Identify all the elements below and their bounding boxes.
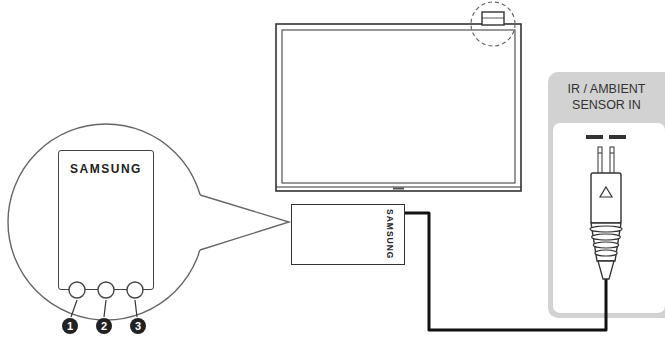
plug-head <box>591 173 621 223</box>
magnifier-circle <box>8 124 204 320</box>
tv-logo-mark <box>393 188 404 190</box>
sensor-module-box: SAMSUNG <box>291 204 405 265</box>
pin-ring <box>598 153 602 154</box>
grip-rib <box>595 250 617 256</box>
node-text: SAMSUNG <box>385 209 395 259</box>
magnifier-pointer-fill <box>192 195 289 250</box>
sensor-window <box>127 282 143 298</box>
plug-tail <box>598 261 614 279</box>
tv-bezel-line <box>276 187 521 188</box>
jack-slot <box>609 135 626 139</box>
callout-number: 2 <box>96 318 112 334</box>
plug-pin <box>598 147 602 174</box>
jack-slot <box>586 135 603 139</box>
port-panel: IR / AMBIENT SENSOR IN <box>548 72 665 318</box>
cable-end <box>605 278 608 318</box>
highlight-circle <box>471 2 515 46</box>
plug-pin <box>610 147 614 174</box>
leader-line <box>104 300 106 317</box>
sensor-window <box>98 282 114 298</box>
plug-grip <box>591 223 621 261</box>
grip-rib <box>593 242 619 248</box>
node-text: SAMSUNG <box>70 162 142 176</box>
leader-line <box>71 300 77 317</box>
grip-rib <box>592 234 621 240</box>
magnifier-pointer <box>200 195 289 250</box>
node-text: IR / AMBIENT SENSOR IN <box>567 72 647 113</box>
pin-ring <box>610 153 614 154</box>
sensor-on-tv <box>482 12 504 25</box>
grip-rib <box>590 226 622 232</box>
magnified-sensor-face: SAMSUNG <box>58 150 154 290</box>
leader-line <box>135 300 137 317</box>
leader-lines <box>71 300 137 317</box>
tv-frame <box>276 24 521 191</box>
magnifier <box>8 124 289 320</box>
port-inner-area <box>553 123 665 313</box>
plug-triangle <box>600 187 612 197</box>
callout-number: 3 <box>130 318 146 334</box>
tv-set <box>276 2 521 191</box>
tv-screen <box>282 30 515 183</box>
callout-number: 1 <box>62 318 78 334</box>
sensor-detail-line <box>482 18 504 19</box>
sensor-window <box>69 282 85 298</box>
